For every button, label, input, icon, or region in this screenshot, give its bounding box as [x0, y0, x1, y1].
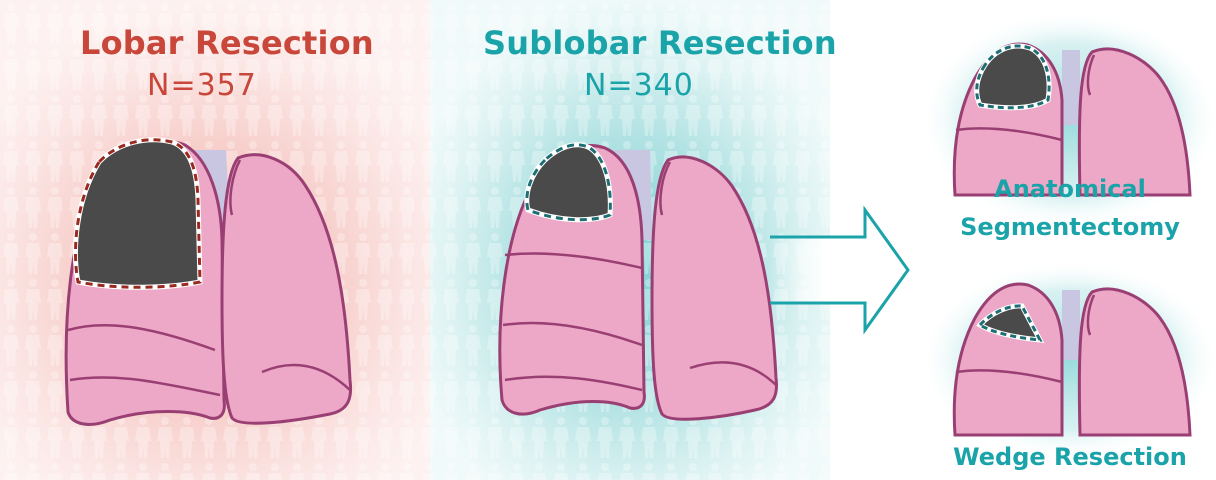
segmentectomy-label-line1: Anatomical	[960, 175, 1180, 203]
wedge-label: Wedge Resection	[940, 443, 1200, 471]
resected-upper-lobe	[76, 140, 200, 287]
left-lung	[652, 157, 777, 419]
arrow	[770, 210, 908, 330]
lobar-lungs	[66, 140, 350, 425]
lobar-title: Lobar Resection	[80, 24, 374, 62]
segmentectomy-label-line2: Segmentectomy	[945, 213, 1195, 241]
wedge-lungs	[920, 260, 1216, 460]
lobar-count: N=357	[147, 68, 257, 103]
left-lung	[222, 155, 351, 424]
resected-segment	[527, 145, 611, 220]
sublobar-lungs	[500, 145, 777, 419]
sublobar-title: Sublobar Resection	[483, 24, 837, 62]
sublobar-count: N=340	[584, 68, 694, 103]
